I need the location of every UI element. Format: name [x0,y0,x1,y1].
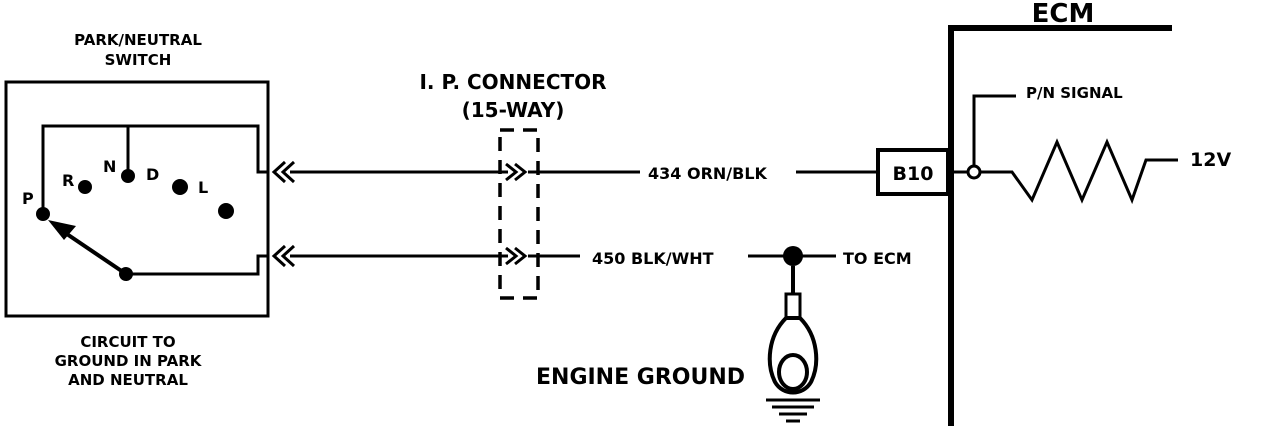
ip-connector-label-line1: I. P. CONNECTOR [419,70,606,94]
contact-l [218,203,234,219]
contact-d [172,179,188,195]
ecm-signal-label: P/N SIGNAL [1026,84,1123,102]
lower-switch-terminal-icon [271,244,296,268]
upper-connector-pin-icon [505,162,528,182]
ecm-title: ECM [1032,0,1095,29]
contact-n [121,169,135,183]
contact-p [36,207,50,221]
switch-ground-bus [126,254,268,276]
switch-arm-arrowhead-icon [48,220,76,240]
ecm-terminal-box [876,148,950,196]
position-l-label: L [198,178,208,197]
position-d-label: D [146,165,159,184]
position-r-label: R [62,171,74,190]
contact-r [78,180,92,194]
engine-ground-label: ENGINE GROUND [536,365,745,390]
lower-connector-pin-icon [505,246,528,266]
position-p-label: P [22,189,34,208]
ip-connector-label-line2: (15-WAY) [462,98,565,122]
ground-terminal-crimp [784,292,802,320]
ground-splice-dot [783,246,803,266]
upper-switch-terminal-icon [271,160,296,184]
switch-arm [56,226,128,276]
ecm-pullup-resistor-icon [980,138,1178,205]
lower-wire-label: 450 BLK/WHT [592,249,714,268]
switch-housing [4,80,270,318]
ground-eyelet-hole [777,353,809,391]
ecm-boundary [948,25,1172,426]
position-n-label: N [103,157,116,176]
switch-caption-line1: CIRCUIT TO [80,333,175,351]
ip-connector-outline [498,128,540,300]
switch-caption-line2: GROUND IN PARK [55,352,203,370]
switch-title-line1: PARK/NEUTRAL [74,31,202,49]
upper-wire-label: 434 ORN/BLK [648,164,768,183]
ecm-terminal-label: B10 [893,163,934,185]
switch-common-bus [41,124,268,214]
switch-caption-line3: AND NEUTRAL [68,371,188,389]
ecm-signal-tap [972,94,1016,166]
ecm-signal-node [966,164,982,180]
ecm-voltage-label: 12V [1190,149,1231,171]
lower-wire-destination: TO ECM [843,249,912,268]
switch-title-line2: SWITCH [105,51,172,69]
